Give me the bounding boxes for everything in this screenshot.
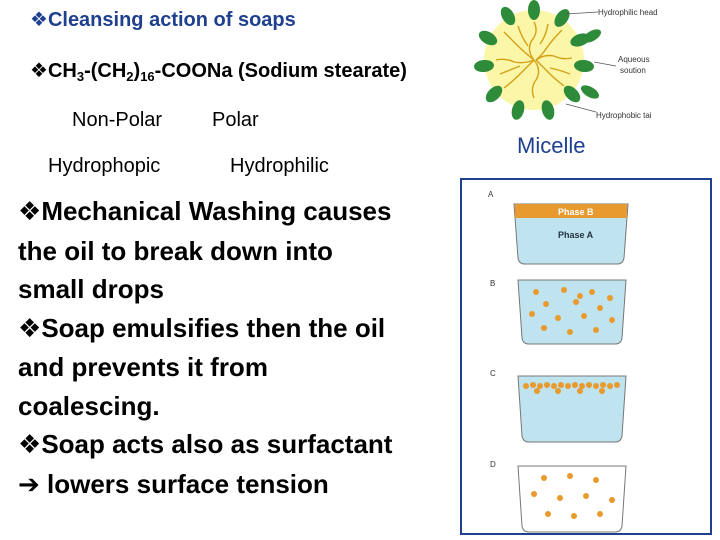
bullet-line: coalescing. [18,390,160,421]
aqueous-label: Aqueous [618,55,650,64]
phase-b-label: Phase B [558,207,594,217]
label-polar: Polar [212,109,259,131]
label-hydrophilic: Hydrophilic [230,155,329,177]
beaker-a [513,203,629,265]
bullet-diamond-icon: ❖ [30,58,48,82]
label-non-polar: Non-Polar [72,109,163,131]
pointer-line [565,11,599,15]
bullet-item-surfactant: ❖Soap acts also as surfactant [18,429,393,460]
bullet-diamond-icon: ❖ [18,313,42,344]
free-soap-molecule [582,29,602,43]
hydrophobic-tail-label: Hydrophobic tai [596,111,652,120]
emulsion-diagram: A Phase B Phase A B C D [488,190,629,533]
emulsion-figure-panel: A Phase B Phase A B C D [460,178,712,535]
bullet-diamond-icon: ❖ [18,430,42,460]
pointer-line [593,61,617,67]
oil-droplets-dispersed [529,287,615,335]
bullet-line: small drops [18,274,164,304]
bullet-list: ❖Mechanical Washing causes the oil to br… [18,192,438,504]
pointer-line [565,103,597,113]
bullet-item-mechanical: ❖Mechanical Washing causes [18,196,392,227]
bullet-diamond-icon: ❖ [30,7,48,31]
beaker-a-label: A [488,190,494,199]
formula-line: ❖CH3-(CH2)16-COONa (Sodium stearate) [30,58,407,84]
micelle-caption: Micelle [517,133,586,158]
hydrophobic-tails [495,21,573,99]
bullet-line: and prevents it from [18,352,268,382]
phase-b-layer [515,204,627,218]
beaker-b-label: B [490,279,495,288]
bullet-item-surface-tension: ➔ lowers surface tension [18,468,329,500]
hydrophilic-head-label: Hydrophilic head [598,8,658,17]
aqueous-label-line2: soution [620,66,646,75]
bullet-diamond-icon: ❖ [18,197,42,227]
bullet-item-emulsify: ❖Soap emulsifies then the oil [18,312,386,344]
arrow-right-icon: ➔ [18,469,40,500]
oil-droplets-emulsified [531,473,615,519]
oil-droplets-coalesced [523,382,620,394]
beaker-c-label: C [490,369,496,378]
bullet-line: the oil to break down into [18,235,333,266]
micelle-diagram: Hydrophilic head Aqueous soution Hydroph… [474,0,694,132]
label-hydrophobic: Hydrophopic [48,155,161,177]
slide-title: ❖Cleansing action of soaps [30,7,296,32]
free-soap-molecule [580,85,600,99]
title-text: Cleansing action of soaps [47,9,296,31]
beaker-c [517,375,627,443]
beaker-d-label: D [490,460,496,469]
phase-a-label: Phase A [558,230,594,240]
hydrophilic-heads [474,0,594,120]
